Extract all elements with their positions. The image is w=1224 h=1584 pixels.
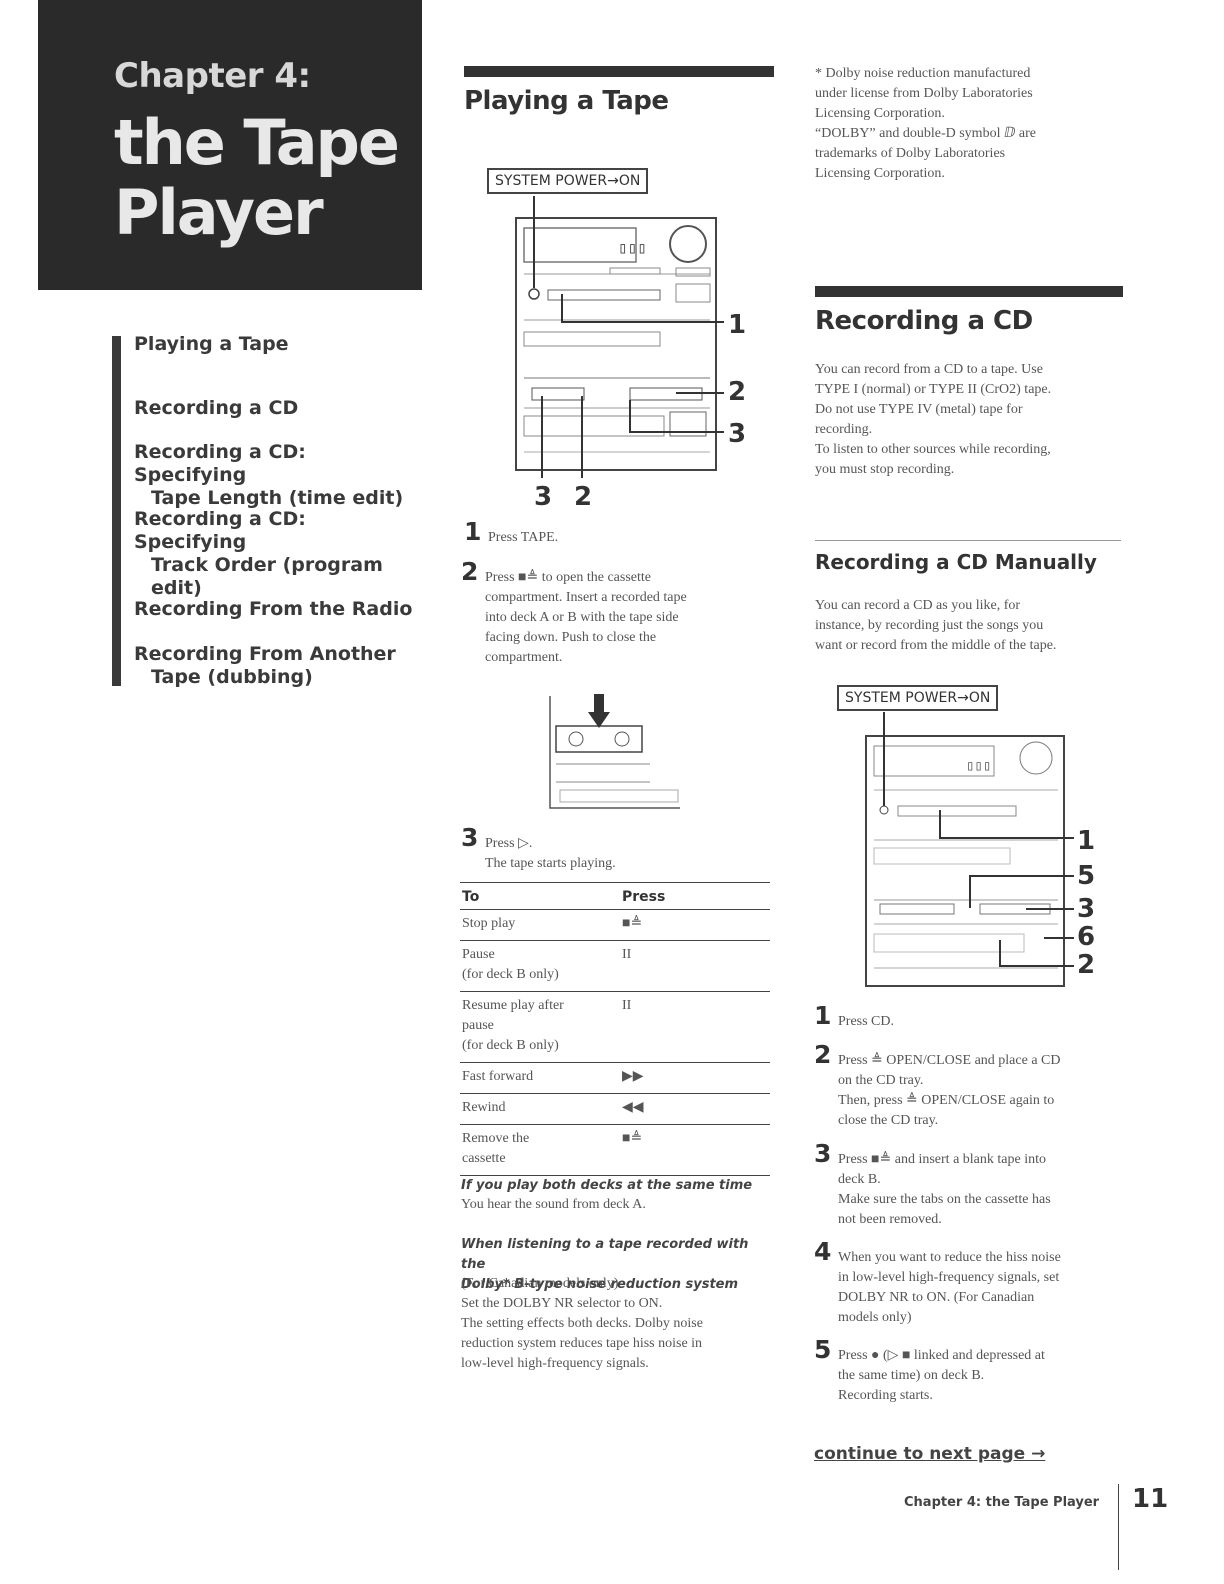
recording-step-5: 5 Press ● (▷ ■ linked and depressed at t… xyxy=(814,1335,1045,1403)
system-power-label-2: SYSTEM POWER→ON xyxy=(837,685,999,711)
toc-bar xyxy=(112,336,121,686)
table-row: Rewind◀◀ xyxy=(460,1093,770,1125)
svg-text:▯▯▯: ▯▯▯ xyxy=(618,238,647,257)
system-power-label: SYSTEM POWER→ON xyxy=(487,168,649,194)
callout-6: 6 xyxy=(1077,922,1096,952)
recording-step-1: 1 Press CD. xyxy=(814,1001,895,1030)
chapter-label: Chapter 4: xyxy=(114,56,311,96)
note-both-decks-heading: If you play both decks at the same time xyxy=(461,1178,753,1193)
playing-step-2: 2 Press ■≜ to open the cassette compartm… xyxy=(461,557,687,665)
svg-text:▯▯▯: ▯▯▯ xyxy=(966,758,991,774)
callout-1: 1 xyxy=(1077,826,1096,856)
divider xyxy=(815,540,1121,541)
dolby-trademark-note: * Dolby noise reduction manufactured und… xyxy=(815,66,1037,181)
cassette-insert-illustration xyxy=(549,694,680,809)
chapter-title: the Tape Player xyxy=(114,106,400,249)
section-rule xyxy=(815,286,1123,297)
table-row: Remove the cassette■≜ xyxy=(460,1124,770,1176)
footer-divider xyxy=(1118,1484,1119,1570)
table-header-press: Press xyxy=(620,882,770,910)
table-row: Fast forward▶▶ xyxy=(460,1062,770,1094)
callout-3: 3 xyxy=(728,419,747,449)
callout-5: 5 xyxy=(1077,861,1096,891)
recording-step-4: 4 When you want to reduce the hiss noise… xyxy=(814,1237,1061,1325)
toc-item-recording-cd[interactable]: Recording a CD xyxy=(134,397,299,419)
chapter-title-block: Chapter 4: the Tape Player xyxy=(38,0,422,290)
toc-item-radio[interactable]: Recording From the Radio xyxy=(134,598,413,620)
recording-step-2: 2 Press ≜ OPEN/CLOSE and place a CD on t… xyxy=(814,1040,1061,1128)
operations-table: To Press Stop play■≜ Pause (for deck B o… xyxy=(460,882,770,1176)
stereo-diagram-playing: ▯▯▯ xyxy=(515,196,724,478)
heading-recording-cd: Recording a CD xyxy=(815,306,1033,336)
callout-3-bottom: 3 xyxy=(534,482,553,512)
toc-item-playing-tape[interactable]: Playing a Tape xyxy=(134,333,289,355)
table-row: Pause (for deck B only)II xyxy=(460,940,770,992)
callout-2-bottom: 2 xyxy=(574,482,593,512)
table-row: Stop play■≜ xyxy=(460,909,770,941)
playing-step-3: 3 Press ▷. The tape starts playing. xyxy=(461,823,616,871)
playing-step-1: 1 Press TAPE. xyxy=(464,517,559,546)
footer-chapter: Chapter 4: the Tape Player xyxy=(904,1495,1100,1510)
note-both-decks-body: You hear the sound from deck A. xyxy=(461,1197,646,1212)
recording-manually-intro: You can record a CD as you like, for ins… xyxy=(815,598,1057,653)
heading-playing-tape: Playing a Tape xyxy=(464,86,669,116)
table-row: Resume play after pause (for deck B only… xyxy=(460,991,770,1063)
section-rule xyxy=(464,66,774,77)
recording-intro: You can record from a CD to a tape. Use … xyxy=(815,362,1052,477)
note-dolby-body: (For Canadian models only) Set the DOLBY… xyxy=(461,1276,703,1371)
continue-next-page-link[interactable]: continue to next page → xyxy=(814,1444,1046,1464)
callout-1: 1 xyxy=(728,310,747,340)
callout-2: 2 xyxy=(728,377,747,407)
callout-2: 2 xyxy=(1077,950,1096,980)
stereo-diagram-recording: ▯▯▯ xyxy=(865,712,1074,987)
table-header-to: To xyxy=(460,882,620,910)
table-header-row: To Press xyxy=(460,882,770,910)
callout-3: 3 xyxy=(1077,894,1096,924)
heading-recording-manually: Recording a CD Manually xyxy=(815,550,1097,574)
note-dolby-heading: When listening to a tape recorded with t… xyxy=(461,1237,749,1292)
recording-step-3: 3 Press ■≜ and insert a blank tape into … xyxy=(814,1139,1051,1227)
page-number: 11 xyxy=(1132,1484,1169,1514)
